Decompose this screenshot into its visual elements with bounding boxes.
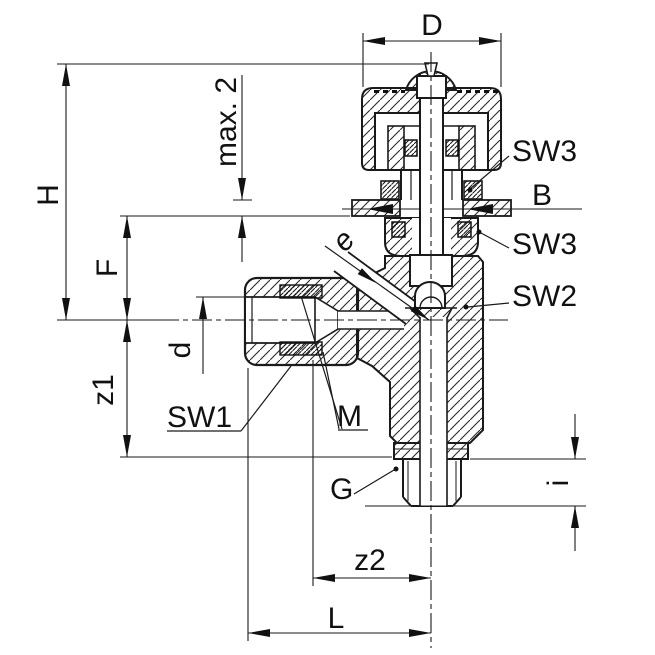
dimension-label-e: e: [326, 223, 362, 257]
wrench-label-SW3-upper: SW3: [512, 135, 577, 168]
dimension-label-F: F: [91, 259, 124, 277]
panel-nut-left: [380, 180, 400, 200]
thread-label-G: G: [330, 473, 353, 506]
centerlines: [60, 52, 508, 648]
panel-arrow-left: [367, 204, 393, 214]
o-ring-left: [391, 221, 406, 238]
wrench-label-SW3-lower: SW3: [512, 228, 577, 261]
wrench-label-SW1: SW1: [167, 401, 232, 434]
gland-packing-right: [445, 139, 459, 157]
dimension-label-max2: max. 2: [210, 77, 243, 167]
bonnet-upper: [387, 125, 476, 171]
leader-dots: [393, 187, 482, 472]
bonnet-neck: [380, 170, 483, 200]
e-arrowheads: [357, 268, 429, 320]
panel-arrow-right: [467, 204, 493, 214]
dimension-label-z1: z1: [87, 374, 120, 406]
dimension-label-z2: z2: [354, 544, 386, 577]
thread-label-M: M: [337, 400, 362, 433]
outlet-bore: [419, 317, 448, 506]
dimension-label-B: B: [532, 179, 552, 212]
dimension-lines: [57, 33, 586, 641]
seat-passage: [333, 251, 421, 325]
leader-lines: [167, 155, 510, 495]
o-ring-right: [457, 221, 472, 238]
dimension-label-i: i: [542, 480, 575, 487]
dimension-label-L: L: [328, 602, 345, 635]
wrench-label-SW2: SW2: [512, 280, 577, 313]
dimension-label-D: D: [421, 9, 443, 42]
dimension-arrowheads: [62, 37, 579, 637]
thread-strip-bottom: [279, 341, 323, 356]
dimension-label-d: d: [164, 342, 197, 359]
gland-packing-left: [404, 139, 418, 157]
e-leader: [324, 245, 430, 321]
poppet: [414, 281, 446, 309]
panel-nut-right: [463, 180, 483, 200]
panel-plate: [342, 199, 582, 217]
dimension-label-H: H: [32, 184, 65, 206]
